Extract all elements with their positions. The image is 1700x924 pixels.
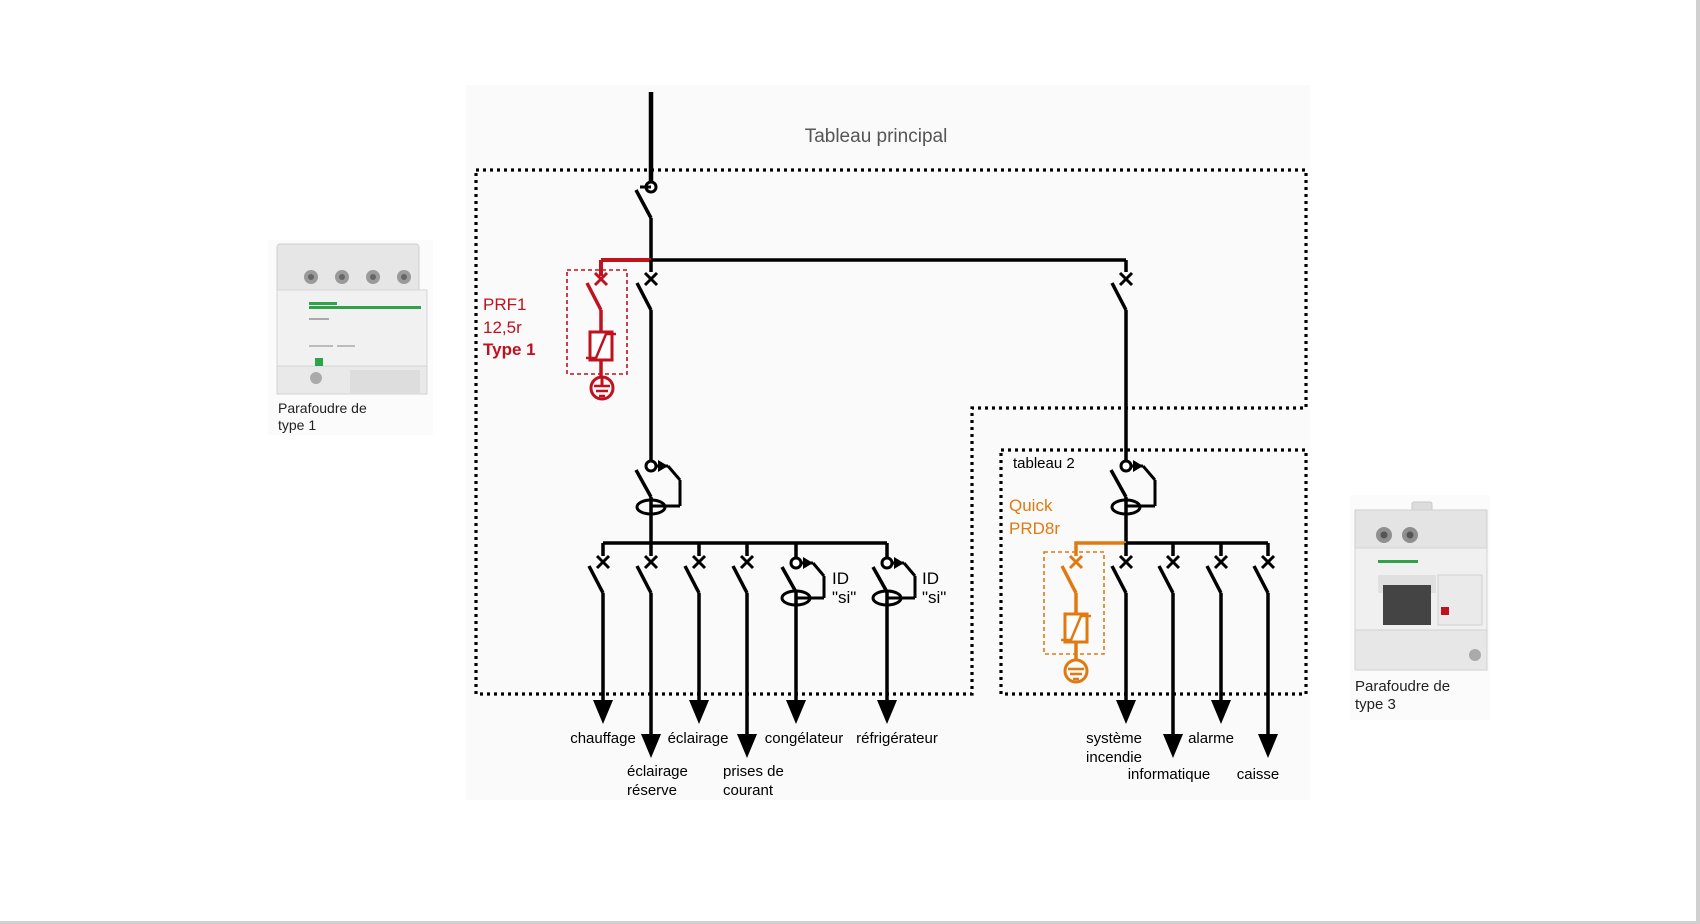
label-informatique: informatique (1128, 766, 1211, 783)
breaker-eclairage (683, 543, 709, 724)
breaker-caisse (1252, 543, 1278, 758)
panel-2-enclosure (999, 448, 1308, 696)
panel-2-title: tableau 2 (1013, 455, 1075, 472)
breaker-informatique (1157, 543, 1183, 758)
label-alarme: alarme (1188, 730, 1234, 747)
id-si-1-line1: ID (832, 569, 849, 588)
caption-type1-line2: type 1 (278, 417, 316, 433)
breaker-eclairage-reserve (635, 543, 661, 758)
caption-type3-line2: type 3 (1355, 696, 1396, 713)
id-si-1-line2: "si" (832, 588, 856, 607)
spd-type1-symbol (566, 269, 628, 401)
breaker-prises (731, 543, 757, 758)
label-chauffage: chauffage (570, 730, 636, 747)
spd-type3-product-image (1350, 495, 1490, 720)
diagram-title: Tableau principal (805, 126, 948, 147)
main-rcd-panel-2 (1109, 459, 1157, 543)
label-refrigerateur: réfrigérateur (856, 730, 938, 747)
label-incendie-2: incendie (1086, 749, 1142, 766)
spd2-label-2: PRD8r (1009, 519, 1060, 538)
label-prises-1: prises de (723, 763, 784, 780)
label-eclairage: éclairage (668, 730, 729, 747)
breaker-alarme (1205, 543, 1231, 724)
spd1-label-2: 12,5r (483, 318, 522, 337)
breaker-to-panel-2 (1110, 260, 1134, 462)
rcbo-refrigerateur (871, 543, 917, 724)
id-si-2-line1: ID (922, 569, 939, 588)
spd1-label-3: Type 1 (483, 340, 536, 359)
main-rcd-left (634, 459, 682, 543)
caption-type3-line1: Parafoudre de (1355, 678, 1450, 695)
label-eclairage-reserve-2: réserve (627, 782, 677, 799)
spd2-label-1: Quick (1009, 496, 1053, 515)
breaker-systeme-incendie (1110, 543, 1136, 724)
spd-type1-product-image (268, 240, 433, 435)
id-si-2-line2: "si" (922, 588, 946, 607)
label-incendie-1: système (1086, 730, 1142, 747)
main-breaker-left (635, 260, 659, 462)
label-caisse: caisse (1237, 766, 1280, 783)
label-prises-2: courant (723, 782, 774, 799)
caption-type1-line1: Parafoudre de (278, 400, 367, 416)
bottom-frame-edge (0, 921, 1700, 924)
label-congelateur: congélateur (765, 730, 843, 747)
spd1-label-1: PRF1 (483, 295, 526, 314)
main-panel-enclosure (474, 168, 1308, 696)
breaker-chauffage (587, 543, 613, 724)
main-switch (634, 180, 658, 260)
label-eclairage-reserve-1: éclairage (627, 763, 688, 780)
right-frame-edge (1696, 0, 1700, 924)
rcbo-congelateur (780, 543, 826, 724)
spd-type3-symbol (1043, 551, 1105, 684)
